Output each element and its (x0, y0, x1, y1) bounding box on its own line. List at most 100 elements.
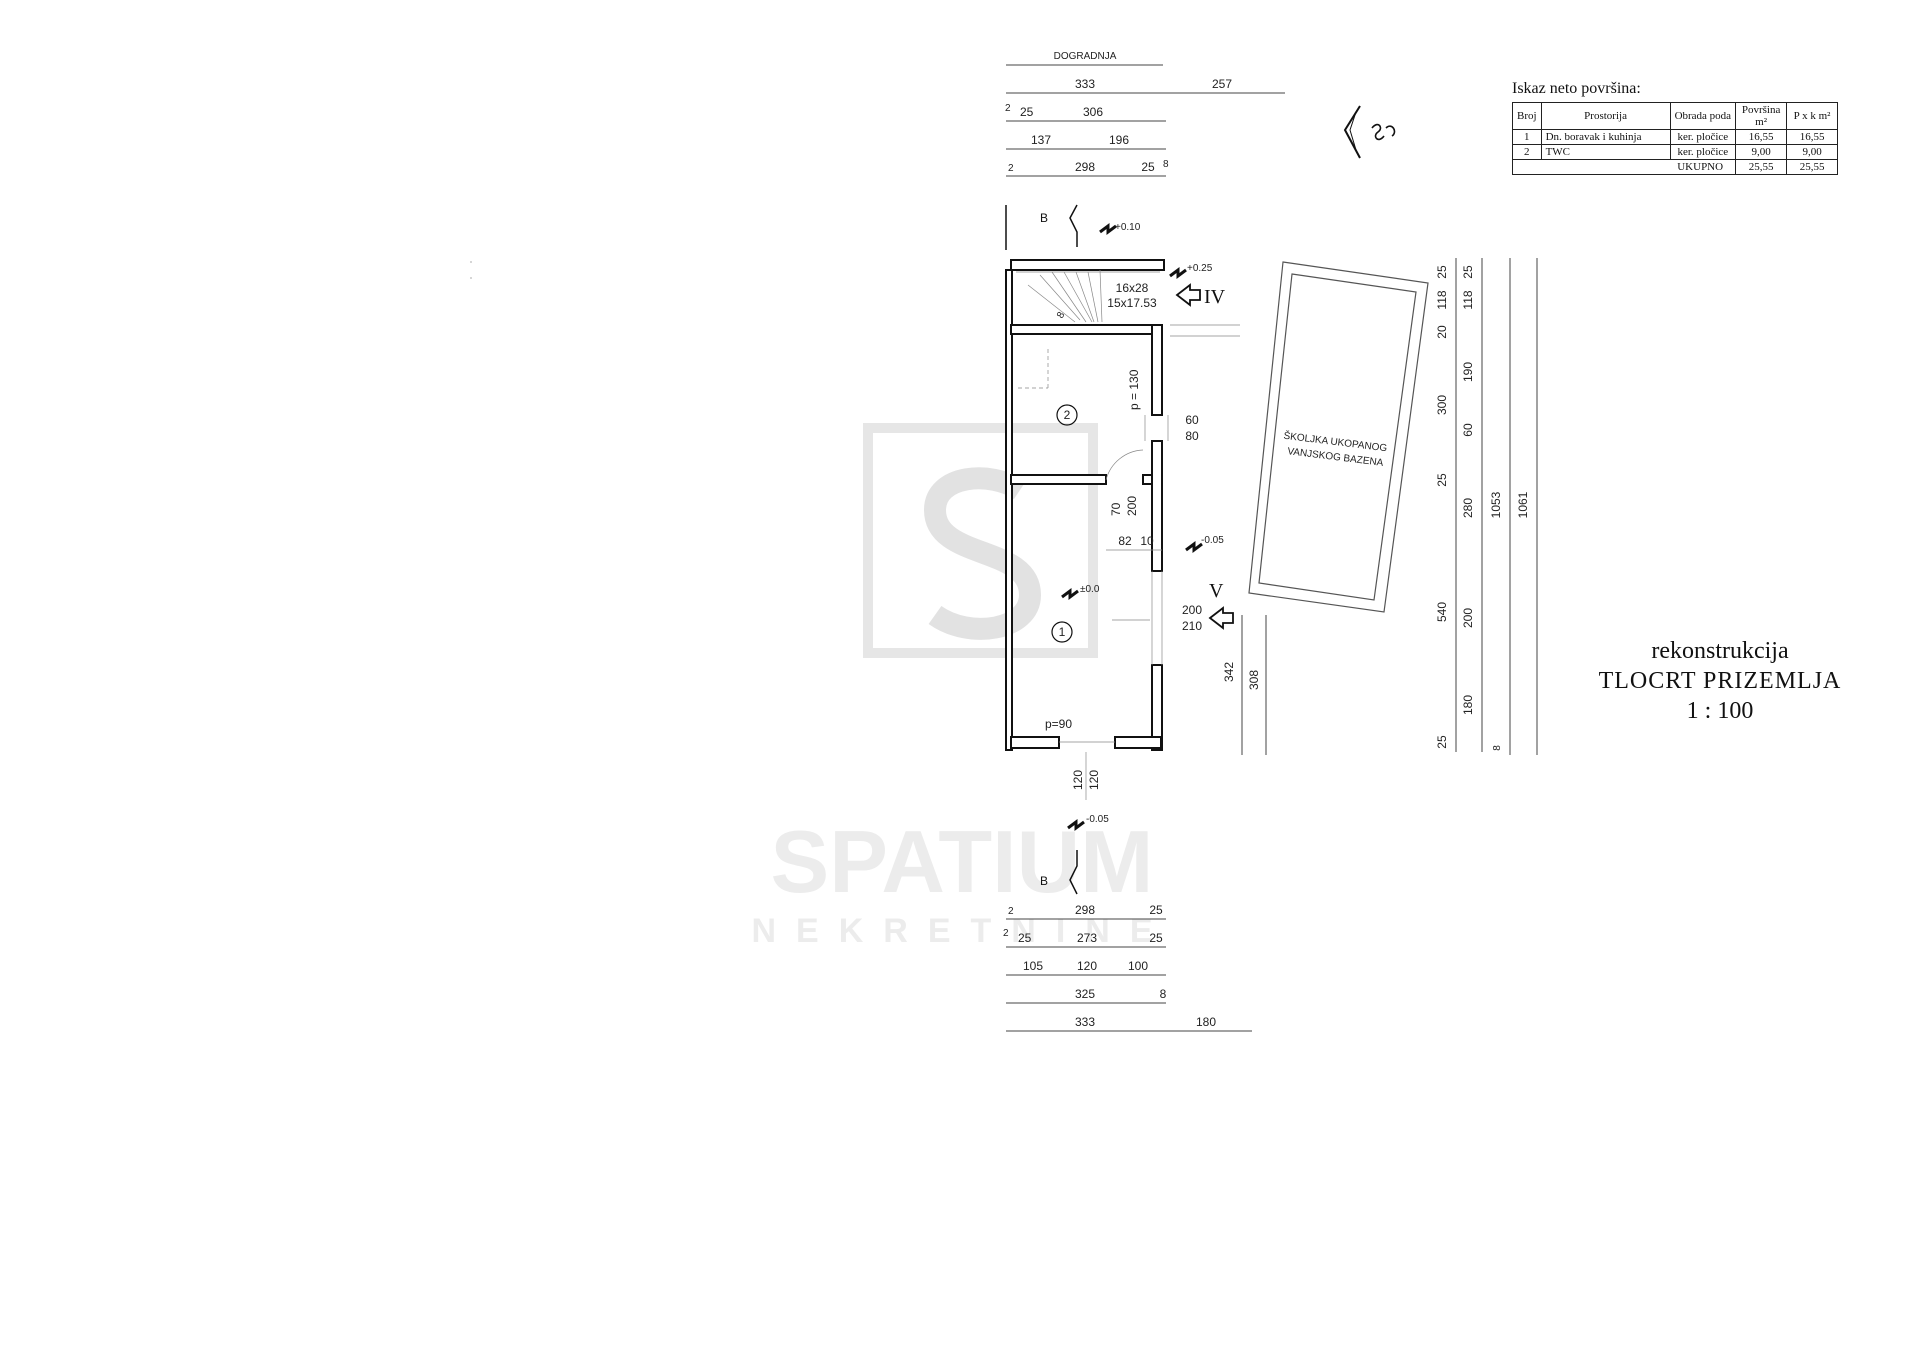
room-2-number: 2 (1064, 408, 1071, 422)
win-80: 80 (1185, 429, 1199, 443)
r2-60: 60 (1461, 423, 1475, 437)
dograd-label: DOGRADNJA (1054, 51, 1117, 62)
section-b-bottom: B (1040, 874, 1048, 888)
r1-20: 20 (1435, 325, 1449, 339)
dim-308: 308 (1247, 670, 1261, 690)
section-marker-top: B (1005, 204, 1078, 250)
dim-333-top: 333 (1075, 77, 1095, 91)
r1-25c: 25 (1435, 735, 1449, 749)
drawing-scale: 1 : 100 (1686, 698, 1754, 724)
drawing-title-block: rekonstrukcija TLOCRT PRIZEMLJA 1 : 100 (1560, 636, 1880, 726)
cell: 2 (1512, 144, 1542, 160)
elevation-marker-1: +0.10 (1099, 222, 1141, 235)
elevation-marker-3: -0.05 (1185, 535, 1224, 553)
dim-10: 10 (1140, 534, 1154, 548)
bdim-2b: 2 (1003, 928, 1009, 939)
dim-25b: 25 (1141, 160, 1155, 174)
area-table: Iskaz neto površina: Broj Prostorija Obr… (1511, 80, 1839, 175)
win-60: 60 (1185, 413, 1199, 427)
bdim-8: 8 (1160, 987, 1167, 1001)
bdim-333: 333 (1075, 1015, 1095, 1029)
bdim-25b: 25 (1018, 931, 1032, 945)
r1-300: 300 (1435, 395, 1449, 415)
area-table-grid: Broj Prostorija Obrada poda Površina m² … (1511, 102, 1839, 175)
watermark-brand: SPATIUM (771, 812, 1154, 911)
dim-25a: 25 (1020, 105, 1034, 119)
watermark-subbrand: NEKRETNINE (751, 912, 1172, 950)
opening-annotations: p = 130 60 80 70 200 82 10 200 210 p=90 … (1045, 369, 1267, 800)
section-marker-bottom: B (1040, 850, 1078, 895)
room-1-number: 1 (1059, 625, 1066, 639)
dim-196: 196 (1109, 133, 1129, 147)
dim-8a: 8 (1163, 159, 1169, 170)
cell: ker. pločice (1669, 144, 1737, 160)
cell: 1 (1512, 129, 1542, 145)
table-row: 1 Dn. boravak i kuhinja ker. pločice 16,… (1512, 129, 1839, 145)
bdim-325: 325 (1075, 987, 1095, 1001)
pool-outline: ŠKOLJKA UKOPANOG VANJSKOG BAZENA (1248, 261, 1429, 613)
stair-size-1: 16x28 (1116, 281, 1149, 295)
stair: 16x28 15x17.53 8 (1016, 269, 1240, 337)
dim-120a: 120 (1071, 770, 1085, 790)
bdim-2a: 2 (1008, 906, 1014, 917)
r2-280: 280 (1461, 498, 1475, 518)
view-v-label: V (1209, 580, 1224, 602)
cell: 9,00 (1735, 144, 1788, 160)
dim-2a: 2 (1005, 103, 1011, 114)
total-povrsina: 25,55 (1735, 159, 1788, 175)
area-table-header: Broj Prostorija Obrada poda Površina m² … (1512, 102, 1839, 130)
dim-2b: 2 (1008, 163, 1014, 174)
cell: TWC (1540, 144, 1671, 160)
title-line-1: rekonstrukcija (1651, 638, 1789, 664)
cell: 16,55 (1735, 129, 1788, 145)
bdim-120: 120 (1077, 959, 1097, 973)
elev-m005b: -0.05 (1086, 814, 1109, 825)
top-dimensions: DOGRADNJA 333 257 2 25 306 137 196 2 298… (1005, 51, 1285, 177)
r1-540: 540 (1435, 602, 1449, 622)
dim-342: 342 (1222, 662, 1236, 682)
r1-25b: 25 (1435, 473, 1449, 487)
elev-000: ±0.0 (1080, 584, 1100, 595)
dim-82: 82 (1118, 534, 1132, 548)
elev-010: +0.10 (1115, 222, 1141, 233)
r1-25a: 25 (1435, 265, 1449, 279)
r2-200: 200 (1461, 608, 1475, 628)
col-prostorija: Prostorija (1540, 102, 1671, 130)
elevation-marker-2: +0.25 (1169, 263, 1213, 279)
col-povrsina: Površina m² (1735, 102, 1788, 130)
cell: Dn. boravak i kuhinja (1540, 129, 1671, 145)
win-200: 200 (1182, 603, 1202, 617)
building-walls (1005, 259, 1165, 751)
win-210: 210 (1182, 619, 1202, 633)
view-iv-marker: IV (1175, 283, 1226, 308)
elevation-marker-5: -0.05 (1067, 814, 1109, 831)
bdim-25a: 25 (1149, 903, 1163, 917)
r4-1061: 1061 (1516, 491, 1530, 518)
r3-8: 8 (1492, 745, 1503, 751)
watermark-logo: SPATIUM SPATIUM NEKRETNINE (751, 423, 1172, 950)
door-p130: p = 130 (1127, 369, 1141, 410)
dim-257: 257 (1212, 77, 1232, 91)
room-labels: 2 1 (1018, 348, 1078, 643)
col-broj: Broj (1512, 102, 1542, 130)
stair-size-2: 15x17.53 (1107, 296, 1157, 310)
col-obrada: Obrada poda (1669, 102, 1737, 130)
elev-025: +0.25 (1187, 263, 1213, 274)
bdim-100: 100 (1128, 959, 1148, 973)
section-b-top: B (1040, 211, 1048, 225)
total-label: UKUPNO (1511, 159, 1737, 175)
total-pxk: 25,55 (1786, 159, 1839, 175)
bdim-105: 105 (1023, 959, 1043, 973)
col-pxk: P x k m² (1786, 102, 1839, 130)
cell: ker. pločice (1669, 129, 1737, 145)
title-line-2: TLOCRT PRIZEMLJA (1598, 668, 1842, 694)
dim-298-top: 298 (1075, 160, 1095, 174)
table-total-row: UKUPNO 25,55 25,55 (1511, 159, 1839, 175)
r1-118: 118 (1435, 290, 1449, 309)
cell: 9,00 (1786, 144, 1839, 160)
door-200: 200 (1125, 496, 1139, 516)
view-iv-label: IV (1204, 286, 1226, 308)
area-table-title: Iskaz neto površina: (1512, 80, 1641, 97)
table-row: 2 TWC ker. pločice 9,00 9,00 (1512, 144, 1839, 160)
elev-m005a: -0.05 (1201, 535, 1224, 546)
